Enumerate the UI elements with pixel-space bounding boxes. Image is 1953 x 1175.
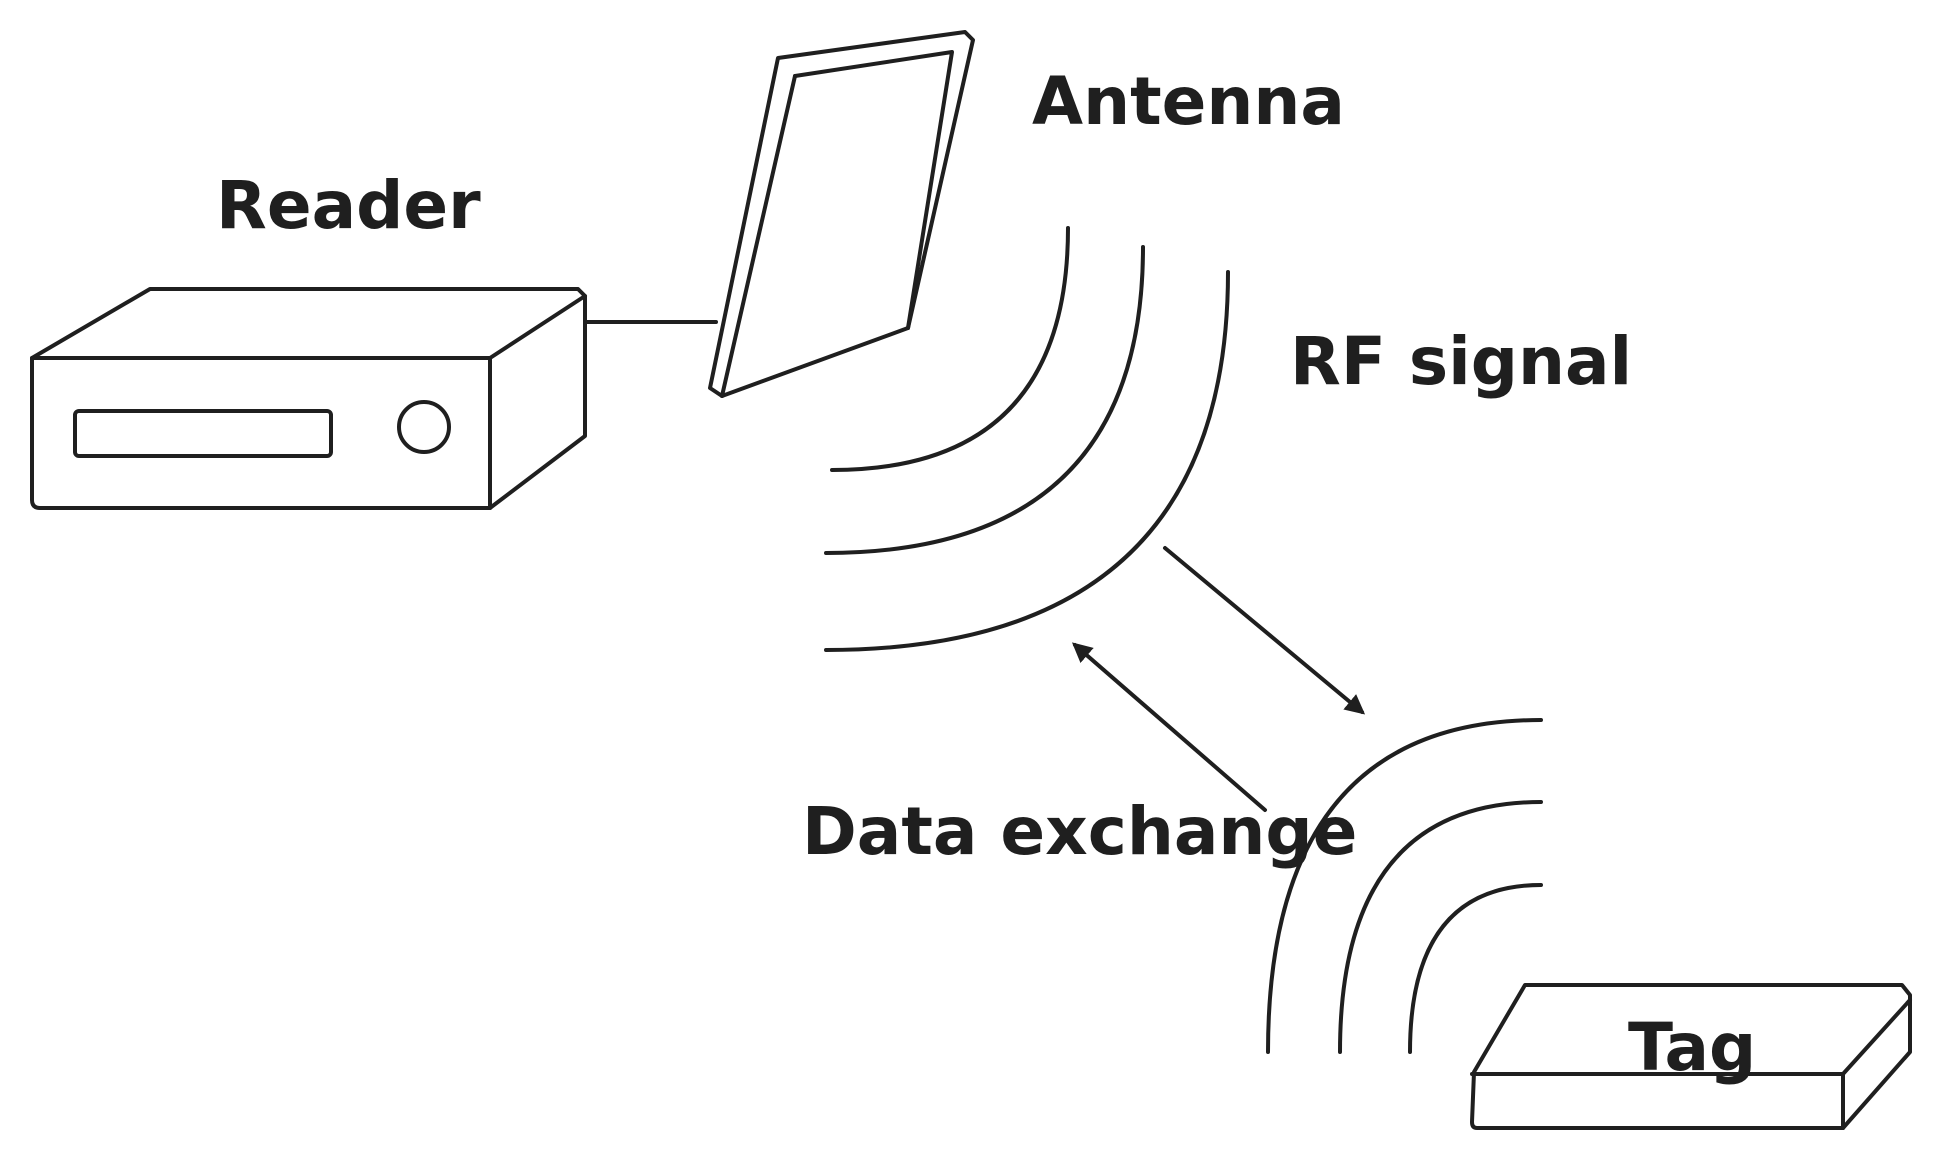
reader-display-slot: [73, 409, 333, 458]
antenna-rf-waves: [824, 226, 1230, 652]
rf-signal-label: RF signal: [1290, 323, 1632, 400]
arrow-to-tag: [1163, 546, 1366, 715]
reader-label: Reader: [216, 167, 481, 244]
tag-rf-waves: [1266, 718, 1543, 1054]
arrow-to-reader: [1071, 642, 1267, 812]
data-exchange-label: Data exchange: [802, 793, 1357, 870]
reader-knob: [397, 400, 451, 454]
tag-label: Tag: [1628, 1009, 1756, 1086]
antenna-panel: [708, 30, 975, 398]
data-exchange-arrows: [1071, 546, 1366, 812]
antenna-label: Antenna: [1032, 63, 1345, 140]
tag-device: [1470, 983, 1912, 1130]
reader-device: [30, 287, 587, 510]
